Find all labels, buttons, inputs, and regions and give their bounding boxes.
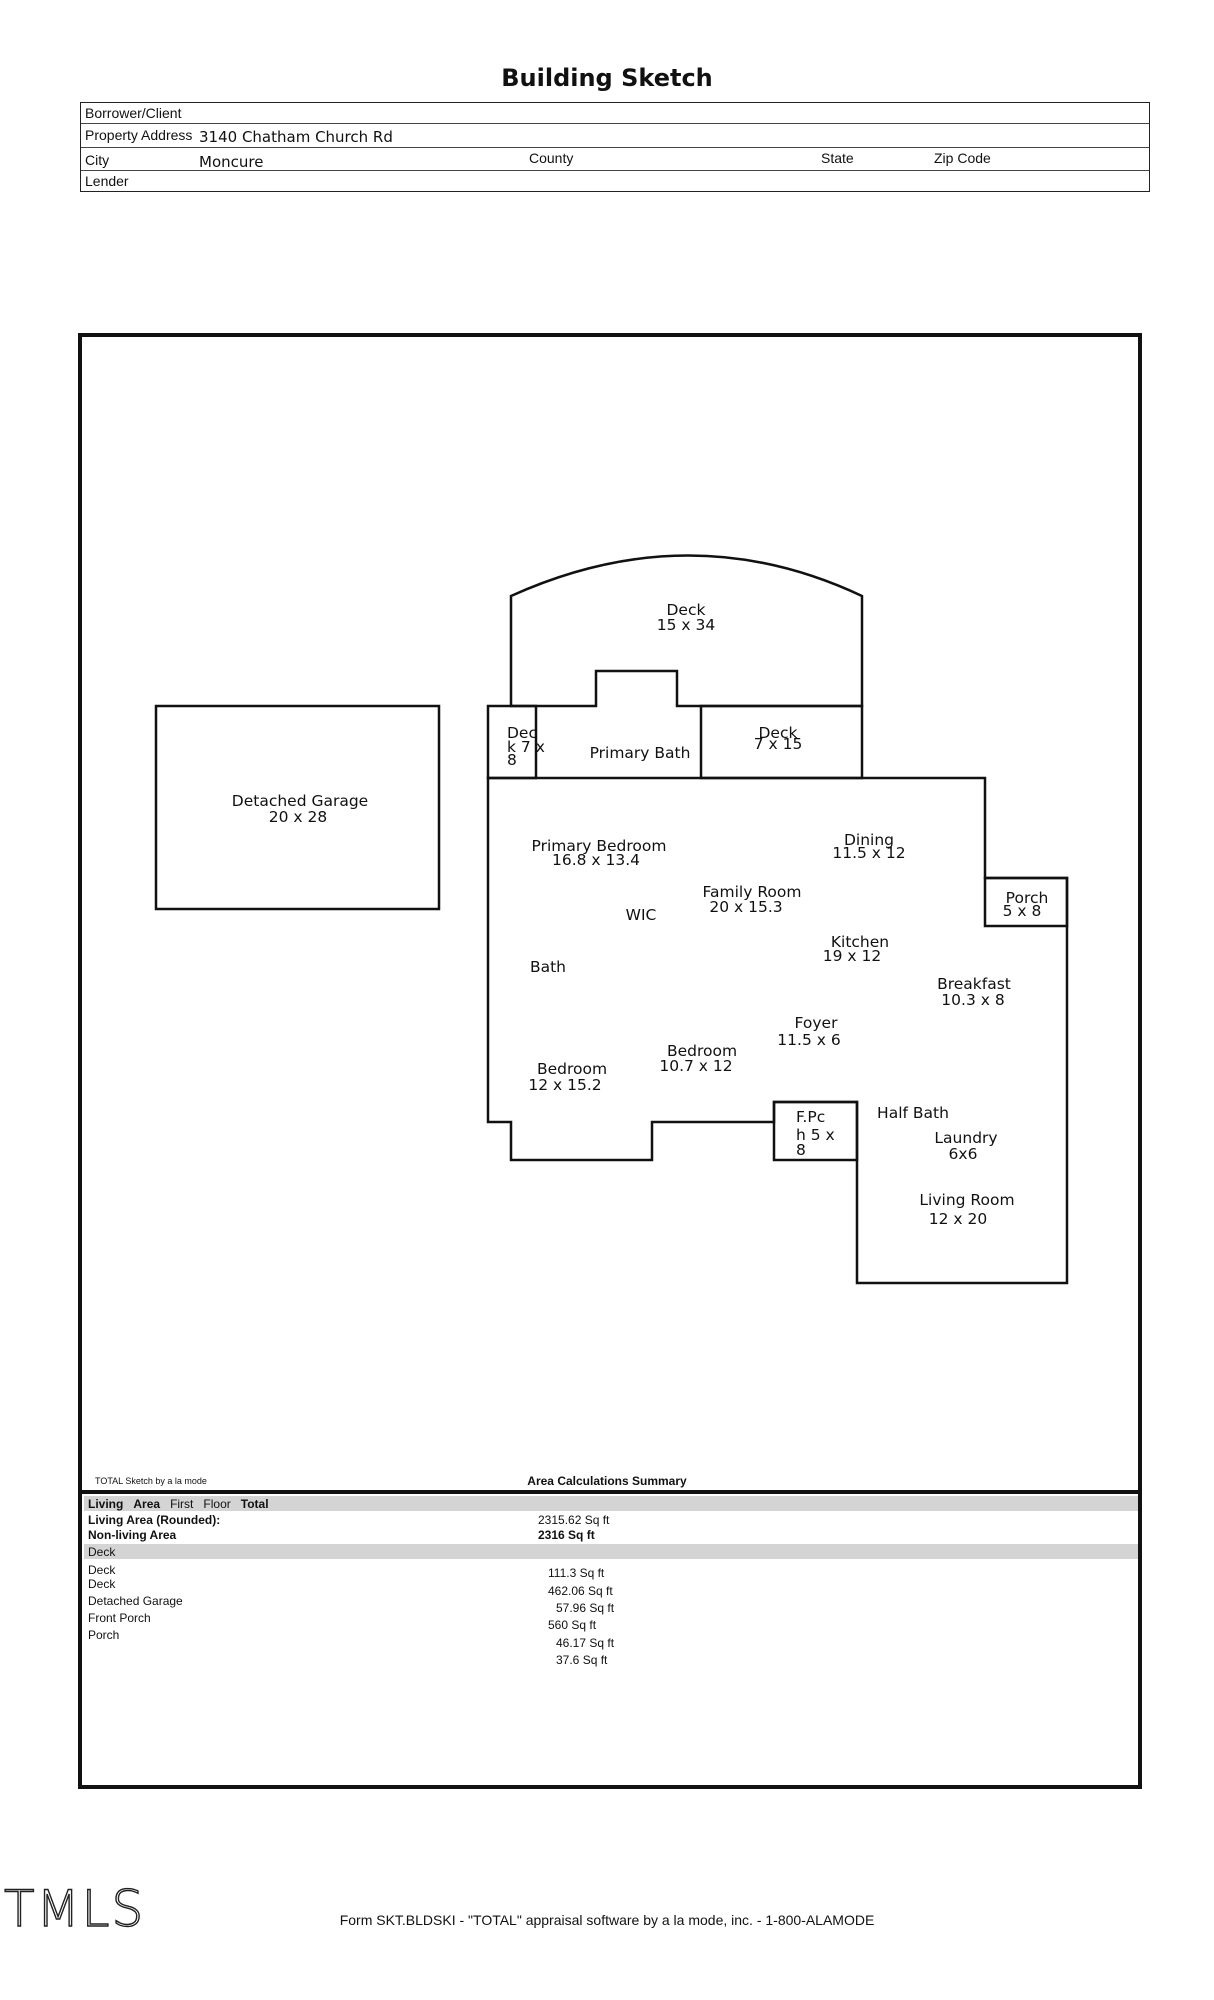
area-divider xyxy=(80,1490,1140,1494)
primary-bedroom-dims: 16.8 x 13.4 xyxy=(552,851,640,869)
area-head-floor: Floor xyxy=(203,1497,231,1511)
deck-top-label: Deck xyxy=(667,601,706,619)
porch-outline xyxy=(983,876,1069,928)
page-title: Building Sketch xyxy=(501,64,713,92)
detached-garage-dims: 20 x 28 xyxy=(269,808,327,826)
state-label: State xyxy=(821,150,854,166)
sketch-credit: TOTAL Sketch by a la mode xyxy=(95,1476,207,1486)
value-5: 46.17 Sq ft xyxy=(556,1636,615,1650)
living-room-dims: 12 x 20 xyxy=(929,1210,987,1228)
area-head-living: Living xyxy=(88,1497,124,1511)
area-head-total: Total xyxy=(240,1497,269,1511)
kitchen-label: Kitchen xyxy=(831,933,889,951)
deck-top-dims: 15 x 34 xyxy=(657,616,715,634)
value-1: 111.3 Sq ft xyxy=(548,1566,605,1580)
dining-label: Dining xyxy=(844,831,894,849)
item-deck-1: Deck xyxy=(88,1563,116,1577)
address-value: 3140 Chatham Church Rd xyxy=(199,128,393,146)
form-footer: Form SKT.BLDSKI - "TOTAL" appraisal soft… xyxy=(339,1912,875,1928)
bedroom-1-label: Bedroom xyxy=(667,1042,737,1060)
item-detached-garage: Detached Garage xyxy=(88,1594,183,1608)
bedroom-2-label: Bedroom xyxy=(537,1060,607,1078)
lender-label: Lender xyxy=(85,173,129,189)
sketch-frame xyxy=(78,333,1142,1789)
breakfast-label: Breakfast xyxy=(937,975,1011,993)
item-deck-2: Deck xyxy=(88,1577,116,1591)
primary-bedroom-label: Primary Bedroom xyxy=(532,837,667,855)
living-rounded-label: Living Area (Rounded): xyxy=(88,1513,221,1527)
detached-garage-label: Detached Garage xyxy=(232,792,368,810)
property-info-table: Borrower/Client Property Address 3140 Ch… xyxy=(80,102,1150,192)
foyer-dims: 11.5 x 6 xyxy=(777,1031,840,1049)
tmls-logo: TMLS xyxy=(4,1880,145,1934)
floor-plan-sketch: Deck 15 x 34 Dec k 7 x 8 Primary Bath De… xyxy=(154,554,1069,1285)
breakfast-dims: 10.3 x 8 xyxy=(941,991,1004,1009)
detached-garage-outline xyxy=(154,704,441,911)
non-living-label: Non-living Area xyxy=(88,1528,177,1542)
family-room-dims: 20 x 15.3 xyxy=(709,898,782,916)
county-label: County xyxy=(529,150,574,166)
tmls-logo-text: TMLS xyxy=(4,1880,145,1934)
bedroom-1-dims: 10.7 x 12 xyxy=(659,1057,732,1075)
area-header-row: Living Area First Floor Total xyxy=(88,1497,269,1511)
rounded-value: 2316 Sq ft xyxy=(538,1528,595,1542)
item-front-porch: Front Porch xyxy=(88,1611,151,1625)
city-value: Moncure xyxy=(199,153,264,171)
family-room-label: Family Room xyxy=(703,883,802,901)
value-6: 37.6 Sq ft xyxy=(556,1653,608,1667)
deck-small-line3: 8 xyxy=(507,751,517,769)
area-head-first: First xyxy=(170,1497,194,1511)
front-porch-outline xyxy=(772,1100,859,1162)
front-porch-line1: F.Pc xyxy=(796,1108,825,1126)
deck-band-label: Deck xyxy=(88,1545,116,1559)
area-head-area: Area xyxy=(133,1497,161,1511)
deck-small-line2: k 7 x xyxy=(507,738,545,756)
wic-label: WIC xyxy=(626,906,657,924)
city-row: City Moncure County State Zip Code xyxy=(81,148,1149,171)
value-2: 462.06 Sq ft xyxy=(548,1584,613,1598)
bedroom-2-dims: 12 x 15.2 xyxy=(528,1076,601,1094)
half-bath-label: Half Bath xyxy=(877,1104,949,1122)
deck-right-label: Deck xyxy=(759,724,798,742)
living-room-label: Living Room xyxy=(919,1191,1014,1209)
address-row: Property Address 3140 Chatham Church Rd xyxy=(81,124,1149,148)
borrower-label: Borrower/Client xyxy=(85,105,182,121)
porch-label: Porch xyxy=(1006,889,1049,907)
item-porch: Porch xyxy=(88,1628,120,1642)
primary-bath-label: Primary Bath xyxy=(590,744,691,762)
dining-dims: 11.5 x 12 xyxy=(832,844,905,862)
foyer-label: Foyer xyxy=(795,1014,839,1032)
area-summary-title: Area Calculations Summary xyxy=(527,1474,687,1488)
deck-right-dims: 7 x 15 xyxy=(754,735,803,753)
zip-label: Zip Code xyxy=(934,150,991,166)
lender-row: Lender xyxy=(81,171,1149,191)
borrower-row: Borrower/Client xyxy=(81,103,1149,124)
city-label: City xyxy=(85,152,110,168)
bath-label: Bath xyxy=(530,958,566,976)
front-porch-line3: 8 xyxy=(796,1141,806,1159)
value-4: 560 Sq ft xyxy=(548,1618,597,1632)
deck-top-outline xyxy=(509,554,864,708)
area-header-band xyxy=(84,1496,1138,1511)
laundry-label: Laundry xyxy=(934,1129,997,1147)
deck-band xyxy=(84,1544,1138,1559)
front-porch-line2: h 5 x xyxy=(796,1126,835,1144)
first-floor-value: 2315.62 Sq ft xyxy=(538,1513,610,1527)
kitchen-dims: 19 x 12 xyxy=(823,947,881,965)
porch-dims: 5 x 8 xyxy=(1003,902,1042,920)
value-3: 57.96 Sq ft xyxy=(556,1601,615,1615)
laundry-dims: 6x6 xyxy=(949,1145,978,1163)
address-label: Property Address xyxy=(85,127,193,143)
deck-small-line1: Dec xyxy=(507,724,537,742)
